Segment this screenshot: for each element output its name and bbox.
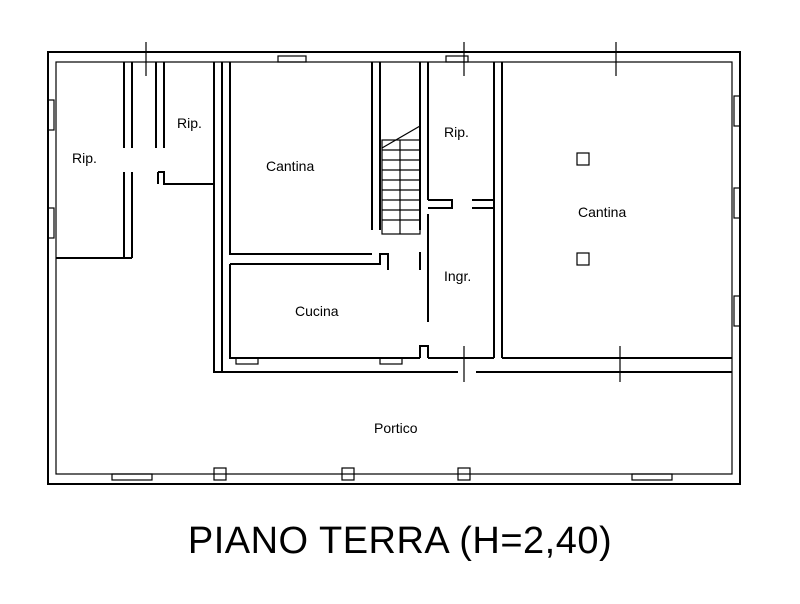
- room-label-rip-stair: Rip.: [444, 124, 469, 140]
- pillars: [213, 152, 590, 481]
- axis-marks: [145, 42, 621, 382]
- room-label-ingresso: Ingr.: [444, 268, 471, 284]
- outer-walls: [47, 51, 741, 485]
- room-label-cantina-mid: Cantina: [266, 158, 314, 174]
- room-label-rip-left: Rip.: [72, 150, 97, 166]
- room-label-cucina: Cucina: [295, 303, 339, 319]
- room-label-portico: Portico: [374, 420, 418, 436]
- windows: [47, 55, 741, 481]
- floor-title: PIANO TERRA (H=2,40): [187, 520, 613, 562]
- interior-walls: [56, 62, 732, 373]
- room-label-rip-small: Rip.: [177, 115, 202, 131]
- room-label-cantina-right: Cantina: [578, 204, 626, 220]
- staircase: [381, 125, 421, 235]
- floor-plan: Rip. Rip. Cantina Rip. Cantina Ingr. Cuc…: [47, 42, 741, 485]
